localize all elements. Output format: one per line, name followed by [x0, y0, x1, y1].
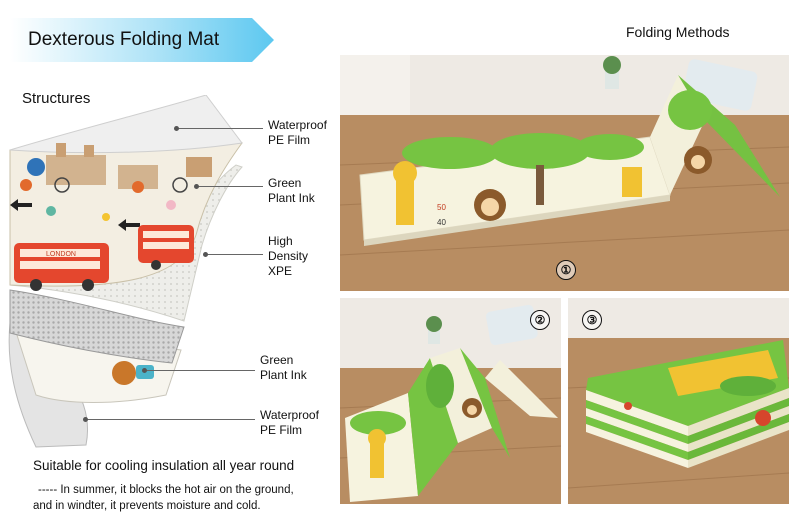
mat-layers-illustration: LONDON [8, 95, 244, 448]
leader-line-bottom-film [83, 417, 255, 422]
page-title: Dexterous Folding Mat [28, 29, 220, 50]
insulation-detail-line-2: and in windter, it prevents moisture and… [33, 500, 261, 512]
height-mark-40: 40 [437, 218, 446, 227]
structures-heading: Structures [22, 90, 91, 107]
folding-photo-1: 40 50 ① [340, 55, 789, 291]
layer-label-bottom-film: Waterproof PE Film [260, 408, 319, 437]
leader-line-xpe [203, 252, 263, 257]
layer-label-top-ink: Green Plant Ink [268, 176, 315, 205]
leader-line-top-ink [194, 184, 263, 189]
layer-label-top-film: Waterproof PE Film [268, 118, 327, 147]
height-mark-50: 50 [437, 203, 446, 212]
leader-line-top-film [174, 126, 263, 131]
folding-photo-2: ② [340, 298, 561, 504]
layer-label-xpe: High Density XPE [268, 234, 309, 278]
step-2-marker: ② [530, 310, 550, 330]
banner-arrow-shape [10, 18, 274, 62]
leader-line-bottom-ink [142, 368, 255, 373]
insulation-caption: Suitable for cooling insulation all year… [33, 458, 295, 473]
bus-sign-text: LONDON [46, 251, 76, 258]
layer-label-bottom-ink: Green Plant Ink [260, 353, 307, 382]
title-banner: Dexterous Folding Mat [10, 18, 274, 62]
step-1-marker: ① [556, 260, 576, 280]
folding-photo-3: ③ [568, 298, 789, 504]
insulation-detail: ----- In summer, it blocks the hot air o… [33, 482, 294, 514]
folding-methods-heading: Folding Methods [626, 24, 730, 40]
insulation-detail-line-1: ----- In summer, it blocks the hot air o… [38, 484, 294, 496]
hedgehog-print [112, 361, 136, 385]
step-3-marker: ③ [582, 310, 602, 330]
